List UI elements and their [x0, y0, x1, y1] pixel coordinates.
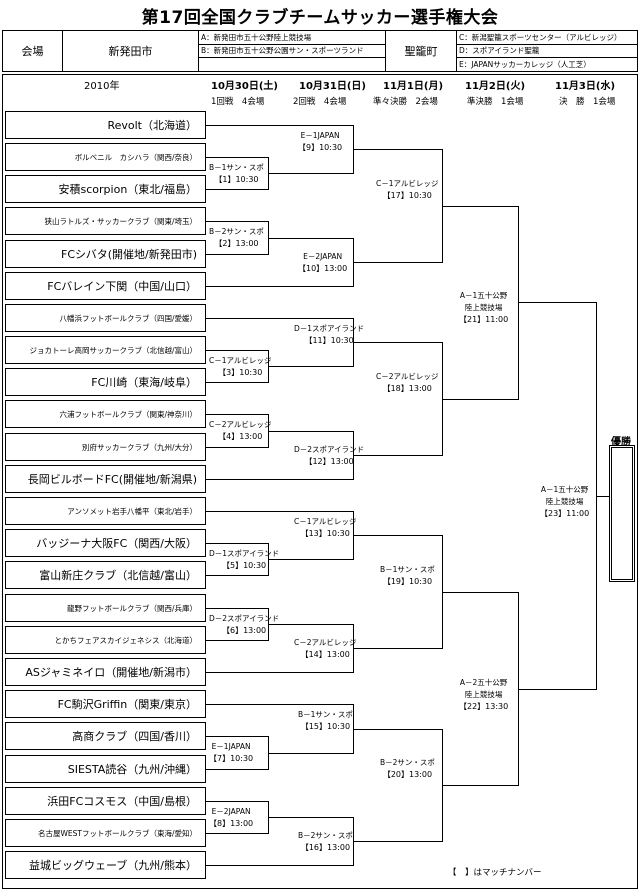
team-slot-9: FC川崎（東海/岐阜）: [5, 368, 206, 396]
venue-b: B：新発田市五十公野公園サン・スポーツランド: [201, 46, 364, 55]
team-slot-13: アンソメット岩手八幡平（東北/岩手）: [5, 497, 206, 525]
venue-table: 会場 新発田市 A：新発田市五十公野陸上競技場 B：新発田市五十公野公園サン・ス…: [2, 30, 638, 72]
match-4: C－2アルビレッジ【4】13:00: [209, 420, 272, 441]
venue-d: D：スポアイランド聖籠: [459, 46, 540, 55]
year-label: 2010年: [84, 81, 120, 92]
team-slot-6: FCバレイン下関（中国/山口）: [5, 272, 206, 300]
team-slot-18: ASジャミネイロ（開催地/新潟市）: [5, 658, 206, 686]
team-slot-24: 益城ビッグウェーブ（九州/熊本）: [5, 851, 206, 879]
match-12: D－2スポアイランド【12】13:00: [294, 445, 365, 466]
match-7: E－1JAPAN【7】10:30: [209, 742, 254, 763]
venue-e: E：JAPANサッカーカレッジ（人工芝）: [459, 60, 591, 69]
match-22: A－2五十公野陸上競技場【22】13:30: [459, 678, 509, 711]
bracket-frame: [2, 74, 638, 889]
team-slot-16: 龍野フットボールクラブ（関西/兵庫）: [5, 594, 206, 622]
team-slot-8: ジョカトーレ高岡サッカークラブ（北信越/富山）: [5, 336, 206, 364]
round-day1: 1回戦 4会場: [211, 97, 265, 107]
date-day3: 11月1日(月): [383, 81, 444, 92]
team-slot-1: Revolt（北海道）: [5, 111, 206, 139]
match-1: B－1サン・スポ【1】10:30: [209, 163, 264, 184]
match-3: C－1アルビレッジ【3】10:30: [209, 356, 272, 377]
venue-c: C：新潟聖籠スポーツセンター（アルビレッジ）: [459, 33, 622, 42]
match-13: C－1アルビレッジ【13】10:30: [294, 517, 357, 538]
team-slot-22: 浜田FCコスモス（中国/島根）: [5, 787, 206, 815]
champion-box: [609, 445, 635, 582]
team-slot-2: ボルベニル カシハラ（関西/奈良）: [5, 143, 206, 171]
match-9: E－1JAPAN【9】10:30: [298, 131, 343, 152]
team-slot-12: 長岡ビルボードFC(開催地/新潟県): [5, 465, 206, 493]
match-21: A－1五十公野陸上競技場【21】11:00: [459, 291, 509, 324]
match-18: C－2アルビレッジ【18】13:00: [376, 372, 439, 393]
page-title: 第17回全国クラブチームサッカー選手権大会: [141, 8, 499, 28]
match-6: D－2スポアイランド【6】13:00: [209, 614, 280, 635]
match-10: E－2JAPAN【10】13:00: [298, 252, 348, 273]
date-day2: 10月31日(日): [299, 81, 366, 92]
team-slot-20: 高商クラブ（四国/香川）: [5, 722, 206, 750]
venue-a: A：新発田市五十公野陸上競技場: [201, 33, 312, 42]
team-slot-23: 名古屋WESTフットボールクラブ（東海/愛知）: [5, 819, 206, 847]
round-day3: 準々決勝 2会場: [373, 97, 438, 107]
team-slot-21: SIESTA読谷（九州/沖縄）: [5, 755, 206, 783]
match-2: B－2サン・スポ【2】13:00: [209, 227, 264, 248]
venue-label: 会場: [3, 31, 63, 71]
date-day5: 11月3日(水): [555, 81, 616, 92]
team-slot-7: 八幡浜フットボールクラブ（四国/愛媛）: [5, 304, 206, 332]
city-seiro: 聖籠町: [386, 31, 457, 71]
team-slot-11: 別府サッカークラブ（九州/大分）: [5, 433, 206, 461]
match-17: C－1アルビレッジ【17】10:30: [376, 179, 439, 200]
round-day5: 決 勝 1会場: [559, 97, 616, 107]
date-day1: 10月30日(土): [211, 81, 278, 92]
match-23: A－1五十公野陸上競技場【23】11:00: [540, 485, 590, 518]
team-slot-5: FCシバタ(開催地/新発田市): [5, 240, 206, 268]
date-day4: 11月2日(火): [465, 81, 526, 92]
match-20: B－2サン・スポ【20】13:00: [380, 758, 435, 779]
match-19: B－1サン・スポ【19】10:30: [380, 565, 435, 586]
match-8: E－2JAPAN【8】13:00: [209, 807, 254, 828]
team-slot-10: 六浦フットボールクラブ（関東/神奈川）: [5, 400, 206, 428]
team-slot-19: FC駒沢Griffin（関東/東京）: [5, 690, 206, 718]
city-shibata: 新発田市: [63, 31, 199, 71]
match-11: D－1スポアイランド【11】10:30: [294, 324, 365, 345]
team-slot-14: バッジーナ大阪FC（関西/大阪）: [5, 529, 206, 557]
match-5: D－1スポアイランド【5】10:30: [209, 549, 280, 570]
champion-label: 優勝: [611, 437, 631, 448]
match-number-note: 【 】はマッチナンバー: [448, 868, 542, 878]
team-slot-15: 富山新庄クラブ（北信越/富山）: [5, 561, 206, 589]
match-14: C－2アルビレッジ【14】13:00: [294, 638, 357, 659]
match-15: B－1サン・スポ【15】10:30: [298, 710, 353, 731]
round-day2: 2回戦 4会場: [293, 97, 347, 107]
round-day4: 準決勝 1会場: [467, 97, 524, 107]
team-slot-17: とかちフェアスカイジェネシス（北海道）: [5, 626, 206, 654]
match-16: B－2サン・スポ【16】13:00: [298, 831, 353, 852]
team-slot-4: 狭山ラトルズ・サッカークラブ（関東/埼玉）: [5, 207, 206, 235]
team-slot-3: 安積scorpion（東北/福島）: [5, 175, 206, 203]
